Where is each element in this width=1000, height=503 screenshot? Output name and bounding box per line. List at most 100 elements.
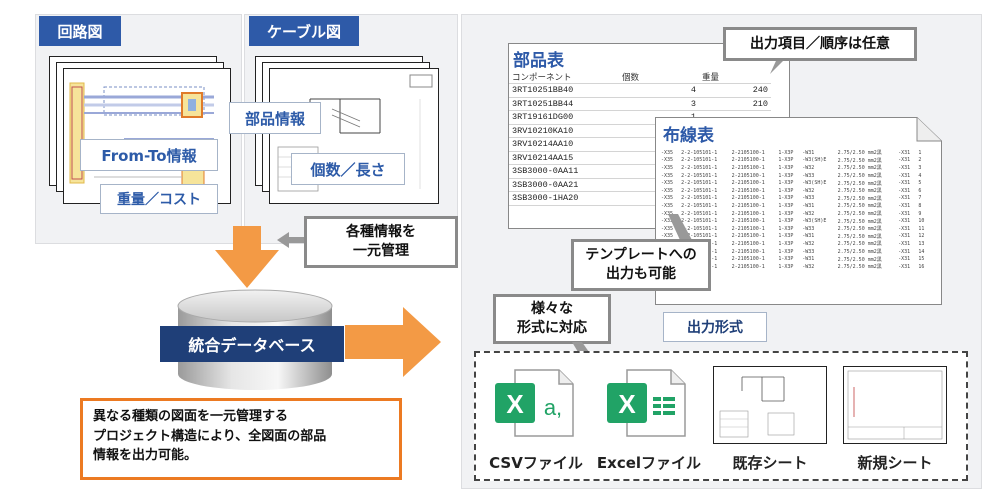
description-box: 異なる種類の図面を一元管理する プロジェクト構造により、全図面の部品 情報を出力… [80, 398, 402, 480]
table-cell: 2-2-105101-1 [681, 180, 718, 187]
table-cell: 2-2105100-1 [731, 248, 765, 255]
table-cell: -W32 [802, 164, 815, 171]
table-cell: 2-2105100-1 [731, 263, 765, 270]
table-cell: 1-X3P [778, 233, 794, 240]
table-cell: 1-X3P [778, 225, 794, 232]
table-cell: 2-2105100-1 [731, 256, 765, 263]
table-cell: 15 [918, 256, 925, 263]
table-cell: -X31 [898, 180, 911, 187]
table-cell: 2-2-105101-1 [681, 218, 718, 225]
table-cell: 2.75/2.50 mm2黒 [837, 157, 882, 164]
table-cell: 2.75/2.50 mm2黒 [837, 180, 882, 187]
table-cell: -W33 [802, 225, 815, 232]
table-cell: -X31 [898, 187, 911, 194]
table-cell: 2-2105100-1 [731, 195, 765, 202]
parts-info-label: 部品情報 [229, 102, 321, 134]
from-to-info-label: From-To情報 [80, 139, 218, 171]
table-cell: 2.75/2.50 mm2黒 [837, 173, 882, 180]
table-cell: -X35 [661, 202, 674, 209]
table-cell: 3RT10251BB44 [509, 97, 619, 111]
template-output-callout: テンプレートへの 出力も可能 [571, 239, 711, 291]
table-cell: 11 [918, 225, 925, 232]
table-cell: 1-X3P [778, 256, 794, 263]
table-cell: 2-2105100-1 [731, 172, 765, 179]
table-cell: 1-X3P [778, 195, 794, 202]
database-label: 統合データベース [160, 326, 344, 362]
wiring-sheet-shape [655, 117, 942, 305]
table-cell: 2-2-105101-1 [681, 225, 718, 232]
table-cell: -X35 [661, 180, 674, 187]
table-cell: 2-2-105101-1 [681, 195, 718, 202]
table-cell: 1-X3P [778, 210, 794, 217]
table-cell: 2-2105100-1 [731, 149, 765, 156]
table-cell: 3SB3000-1HA20 [509, 191, 619, 206]
table-cell: 1-X3P [778, 157, 794, 164]
template-callout-pointer [668, 214, 692, 240]
table-cell: 13 [918, 240, 925, 247]
parts-header-count: 個数 [619, 70, 699, 84]
table-cell: 7 [918, 195, 922, 202]
table-cell: 3RT10251BB40 [509, 83, 619, 98]
table-cell: 5 [918, 180, 922, 187]
table-cell: 3 [918, 164, 922, 171]
table-cell: 2.75/2.50 mm2黒 [837, 188, 882, 195]
table-cell: -X31 [898, 218, 911, 225]
circuit-drawing [69, 82, 214, 186]
table-cell: 1 [918, 149, 922, 156]
table-cell: -X31 [898, 172, 911, 179]
table-cell: 6 [918, 187, 922, 194]
table-cell: -X31 [898, 233, 911, 240]
table-cell: 2.75/2.50 mm2黒 [837, 249, 882, 256]
table-cell: 2 [918, 157, 922, 164]
table-cell: 2.75/2.50 mm2黒 [837, 195, 882, 202]
table-cell: 8 [918, 202, 922, 209]
table-cell: 2-2-105101-1 [681, 233, 718, 240]
new-sheet-label: 新規シート [857, 454, 933, 472]
table-cell: 2.75/2.50 mm2黒 [837, 241, 882, 248]
table-cell: 240 [699, 83, 771, 98]
excel-file-label: Excelファイル [596, 454, 702, 472]
table-cell: 3SB3000-0AA21 [509, 178, 619, 192]
table-cell: 2-2-105101-1 [681, 164, 718, 171]
table-cell: 3RT19161DG00 [509, 110, 619, 125]
table-cell: 1-X3P [778, 149, 794, 156]
table-cell: 1-X3P [778, 187, 794, 194]
table-cell: 4 [918, 172, 922, 179]
table-cell: 2.75/2.50 mm2黒 [837, 226, 882, 233]
table-cell: -X35 [661, 218, 674, 225]
table-cell: 2-2105100-1 [731, 180, 765, 187]
csv-file-icon: X a, [495, 369, 574, 437]
table-cell: 12 [918, 233, 925, 240]
table-cell: 2-2105100-1 [731, 157, 765, 164]
table-cell: 2.75/2.50 mm2黒 [837, 256, 882, 263]
table-cell: -X35 [661, 195, 674, 202]
table-cell: 1-X3P [778, 164, 794, 171]
table-cell: -W32 [802, 187, 815, 194]
table-cell: 9 [918, 210, 922, 217]
table-cell: -X35 [661, 157, 674, 164]
svg-text:X: X [618, 389, 636, 419]
table-cell: -X31 [898, 225, 911, 232]
table-cell: 14 [918, 248, 925, 255]
weight-cost-label: 重量／コスト [100, 184, 218, 214]
csv-file-label: CSVファイル [489, 454, 583, 472]
table-cell: 2.75/2.50 mm2黒 [837, 264, 882, 271]
table-cell: 1-X3P [778, 180, 794, 187]
count-length-label: 個数／長さ [291, 153, 405, 185]
table-cell: 2-2105100-1 [731, 210, 765, 217]
table-cell: 2-2105100-1 [731, 233, 765, 240]
table-cell: -X35 [661, 164, 674, 171]
table-cell: -W33 [802, 172, 815, 179]
unified-management-callout: 各種情報を 一元管理 [304, 216, 458, 268]
table-cell: -X35 [661, 210, 674, 217]
